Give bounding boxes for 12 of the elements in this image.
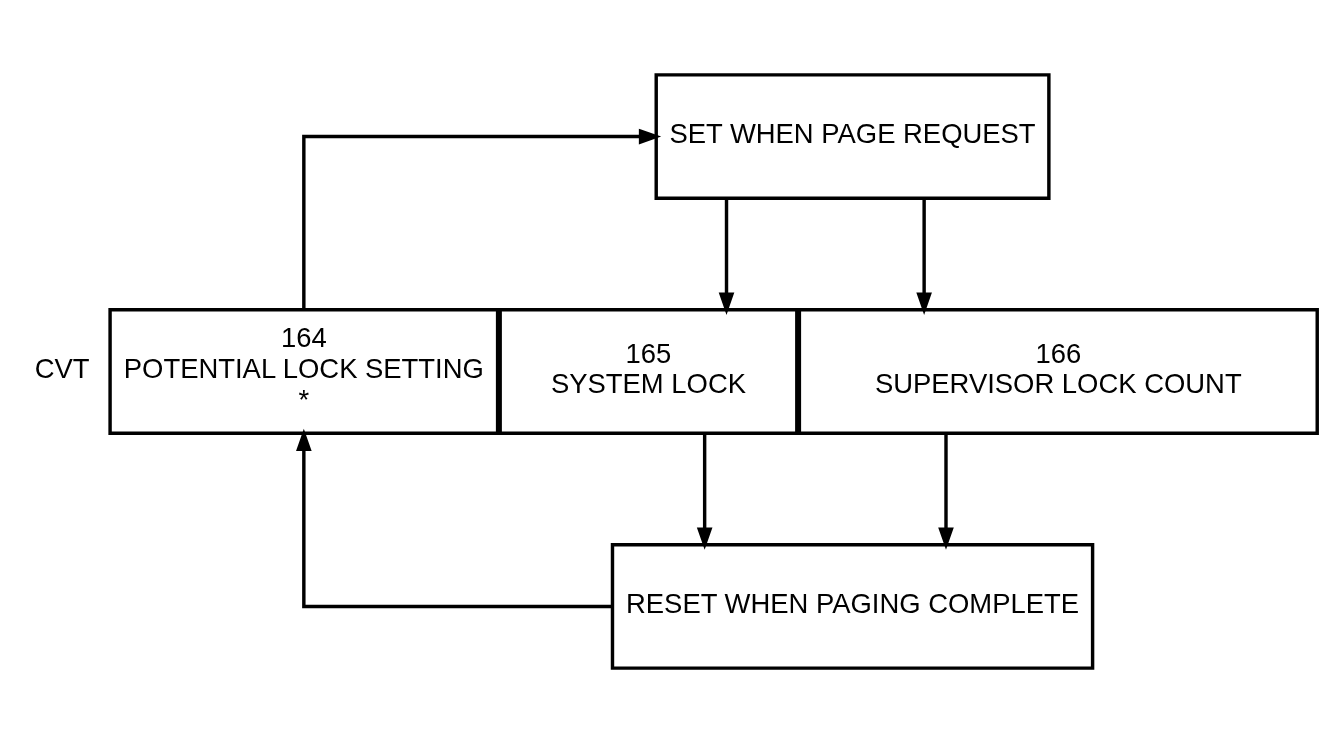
node-box: 165 SYSTEM LOCK <box>498 308 799 435</box>
arrow <box>938 433 954 550</box>
arrow <box>916 198 932 315</box>
node-box: 164 POTENTIAL LOCK SETTING * <box>108 308 500 435</box>
node-box: RESET WHEN PAGING COMPLETE <box>610 542 1095 670</box>
arrow <box>296 428 612 609</box>
node-box: SET WHEN PAGE REQUEST <box>654 73 1051 201</box>
node-box: 166 SUPERVISOR LOCK COUNT <box>797 308 1319 435</box>
arrow <box>718 198 735 315</box>
arrow <box>302 128 662 310</box>
arrow <box>696 433 713 550</box>
label: CVT <box>34 353 90 385</box>
